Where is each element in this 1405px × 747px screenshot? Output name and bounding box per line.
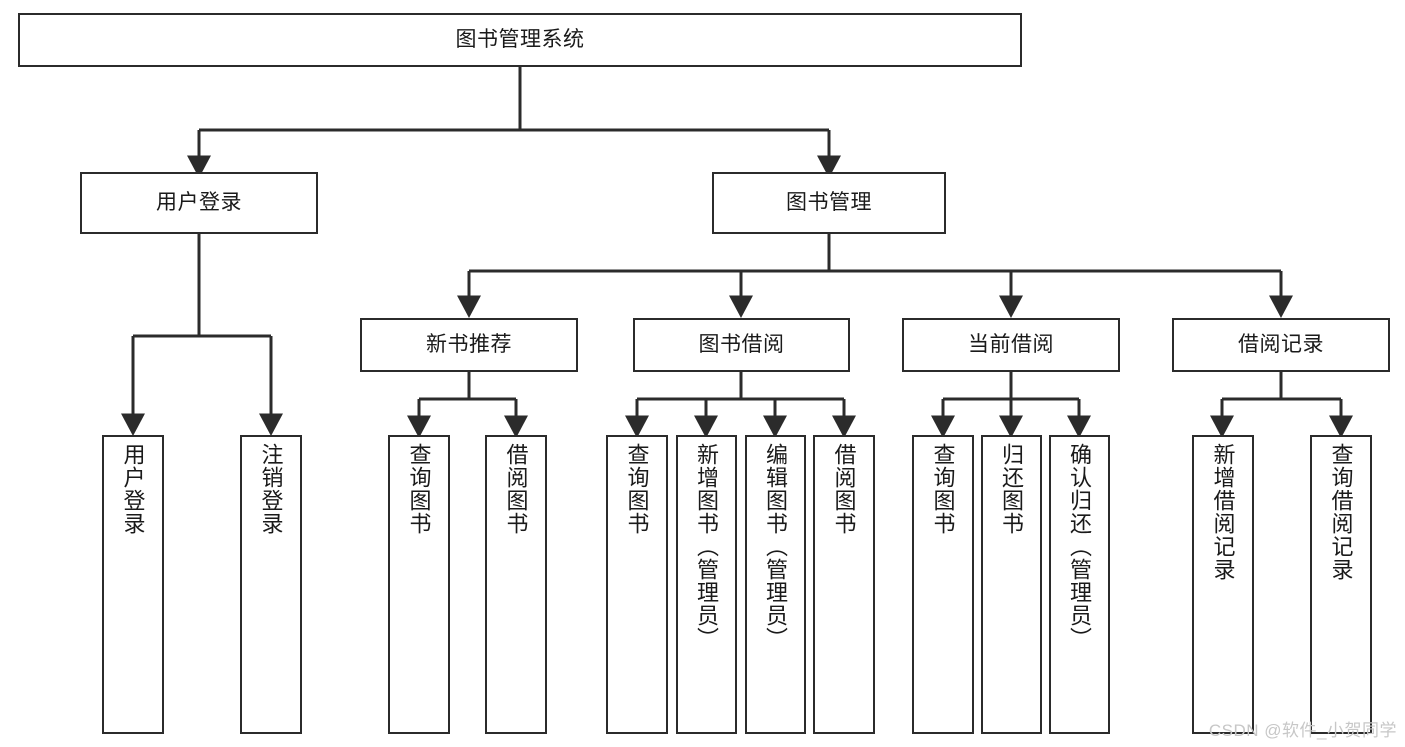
- node-leaf-confirm-return-admin-label: 确认归还（管理员）: [1067, 443, 1093, 650]
- node-leaf-query-book-3[interactable]: 查询图书: [912, 435, 974, 734]
- node-leaf-query-book-1[interactable]: 查询图书: [388, 435, 450, 734]
- node-leaf-user-login[interactable]: 用户登录: [102, 435, 164, 734]
- node-book-management-label: 图书管理: [786, 191, 872, 215]
- node-leaf-add-borrow-record-label: 新增借阅记录: [1210, 443, 1236, 581]
- node-book-management[interactable]: 图书管理: [712, 172, 946, 234]
- node-leaf-borrow-book-1[interactable]: 借阅图书: [485, 435, 547, 734]
- node-leaf-edit-book-admin-label: 编辑图书（管理员）: [763, 443, 789, 650]
- node-user-login[interactable]: 用户登录: [80, 172, 318, 234]
- node-borrow-record-label: 借阅记录: [1238, 333, 1324, 357]
- node-leaf-borrow-book-2-label: 借阅图书: [831, 443, 857, 535]
- node-leaf-borrow-book-2[interactable]: 借阅图书: [813, 435, 875, 734]
- node-new-book-recommend-label: 新书推荐: [426, 333, 512, 357]
- node-root-label: 图书管理系统: [455, 28, 585, 52]
- node-leaf-return-book-label: 归还图书: [999, 443, 1025, 535]
- node-leaf-edit-book-admin[interactable]: 编辑图书（管理员）: [745, 435, 806, 734]
- node-leaf-query-book-1-label: 查询图书: [406, 443, 432, 535]
- watermark: CSDN @软件_小贺同学: [1208, 721, 1397, 740]
- node-leaf-query-borrow-record[interactable]: 查询借阅记录: [1310, 435, 1372, 734]
- node-user-login-label: 用户登录: [156, 191, 242, 215]
- node-leaf-add-book-admin-label: 新增图书（管理员）: [694, 443, 720, 650]
- node-leaf-borrow-book-1-label: 借阅图书: [503, 443, 529, 535]
- node-leaf-query-book-2[interactable]: 查询图书: [606, 435, 668, 734]
- node-leaf-return-book[interactable]: 归还图书: [981, 435, 1042, 734]
- node-leaf-query-book-3-label: 查询图书: [930, 443, 956, 535]
- node-new-book-recommend[interactable]: 新书推荐: [360, 318, 578, 372]
- node-leaf-logout-login[interactable]: 注销登录: [240, 435, 302, 734]
- node-leaf-query-borrow-record-label: 查询借阅记录: [1328, 443, 1354, 581]
- node-current-borrow-label: 当前借阅: [968, 333, 1054, 357]
- node-leaf-add-book-admin[interactable]: 新增图书（管理员）: [676, 435, 737, 734]
- node-book-borrow-label: 图书借阅: [698, 333, 785, 357]
- node-current-borrow[interactable]: 当前借阅: [902, 318, 1120, 372]
- node-leaf-confirm-return-admin[interactable]: 确认归还（管理员）: [1049, 435, 1110, 734]
- node-borrow-record[interactable]: 借阅记录: [1172, 318, 1390, 372]
- node-leaf-query-book-2-label: 查询图书: [624, 443, 650, 535]
- node-leaf-logout-login-label: 注销登录: [258, 443, 284, 535]
- node-leaf-add-borrow-record[interactable]: 新增借阅记录: [1192, 435, 1254, 734]
- node-leaf-user-login-label: 用户登录: [120, 443, 146, 535]
- node-book-borrow[interactable]: 图书借阅: [633, 318, 850, 372]
- node-root[interactable]: 图书管理系统: [18, 13, 1022, 67]
